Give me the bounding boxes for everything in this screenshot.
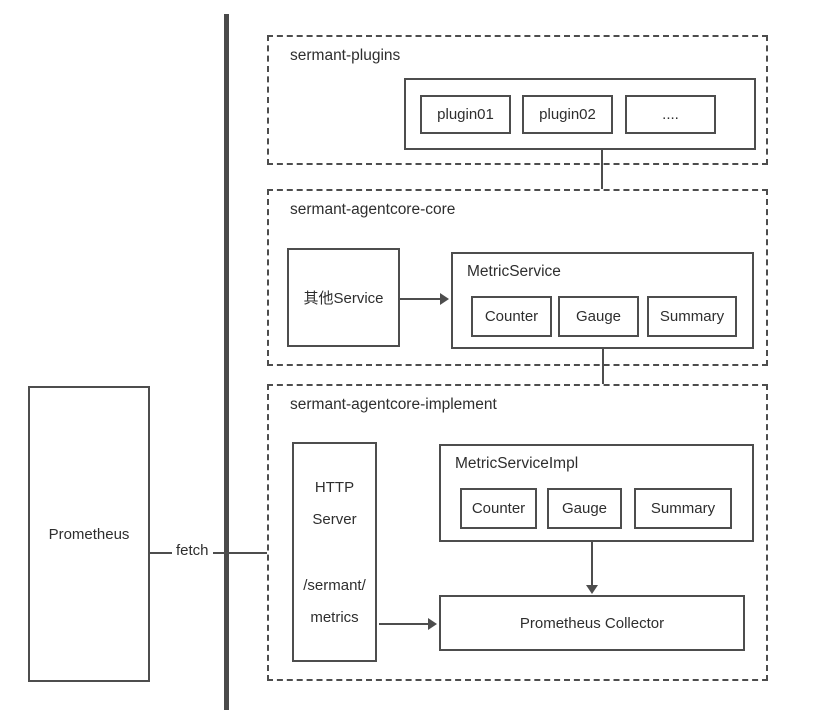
http-server-line1: HTTP — [314, 479, 355, 496]
other-service-label: 其他Service — [303, 290, 384, 307]
arrow-line-impl-to-collector — [591, 542, 593, 586]
http-server-line2: Server — [312, 511, 357, 528]
plugins-container-box: plugin01 plugin02 .... — [404, 78, 756, 150]
metric-service-gauge-box: Gauge — [558, 296, 639, 337]
metric-service-title: MetricService — [467, 263, 561, 280]
arrow-line-fetch — [150, 552, 282, 554]
metric-service-impl-title: MetricServiceImpl — [455, 455, 579, 472]
impl-summary-box: Summary — [634, 488, 732, 529]
prometheus-collector-label: Prometheus Collector — [519, 614, 665, 632]
arrowhead-otherservice-to-metricservice — [440, 293, 449, 305]
impl-gauge-box: Gauge — [547, 488, 622, 529]
counter-label: Counter — [484, 308, 539, 325]
plugin02-box: plugin02 — [522, 95, 613, 134]
plugin-more-box: .... — [625, 95, 716, 134]
arrowhead-httpserver-to-collector — [428, 618, 437, 630]
gauge-label: Gauge — [575, 308, 622, 325]
arrow-line-httpserver-to-collector — [379, 623, 429, 625]
sermant-agentcore-implement-title: sermant-agentcore-implement — [290, 396, 497, 413]
impl-counter-label: Counter — [471, 500, 526, 517]
metric-service-counter-box: Counter — [471, 296, 552, 337]
metric-service-summary-box: Summary — [647, 296, 737, 337]
impl-counter-box: Counter — [460, 488, 537, 529]
sermant-plugins-group: sermant-plugins plugin01 plugin02 .... — [267, 35, 768, 165]
sermant-plugins-title: sermant-plugins — [290, 47, 401, 64]
http-server-line4: metrics — [310, 609, 359, 626]
plugin01-label: plugin01 — [437, 106, 494, 123]
arrow-line-otherservice-to-metricservice — [400, 298, 441, 300]
impl-summary-label: Summary — [650, 500, 716, 517]
prometheus-box: Prometheus — [28, 386, 150, 682]
plugin-more-label: .... — [662, 106, 679, 123]
fetch-label: fetch — [172, 542, 213, 559]
impl-gauge-label: Gauge — [561, 500, 608, 517]
vertical-separator-line — [224, 14, 229, 710]
arrowhead-impl-to-collector — [586, 585, 598, 594]
plugin01-box: plugin01 — [420, 95, 511, 134]
prometheus-label: Prometheus — [48, 525, 130, 543]
sermant-agentcore-core-title: sermant-agentcore-core — [290, 201, 456, 218]
prometheus-collector-box: Prometheus Collector — [439, 595, 745, 651]
http-server-box: HTTP Server /sermant/ metrics — [292, 442, 377, 662]
metric-service-box: MetricService Counter Gauge Summary — [451, 252, 754, 349]
plugin02-label: plugin02 — [539, 106, 596, 123]
http-server-line3: /sermant/ — [303, 577, 366, 594]
other-service-box: 其他Service — [287, 248, 400, 347]
metric-service-impl-box: MetricServiceImpl Counter Gauge Summary — [439, 444, 754, 542]
summary-label: Summary — [659, 308, 725, 325]
